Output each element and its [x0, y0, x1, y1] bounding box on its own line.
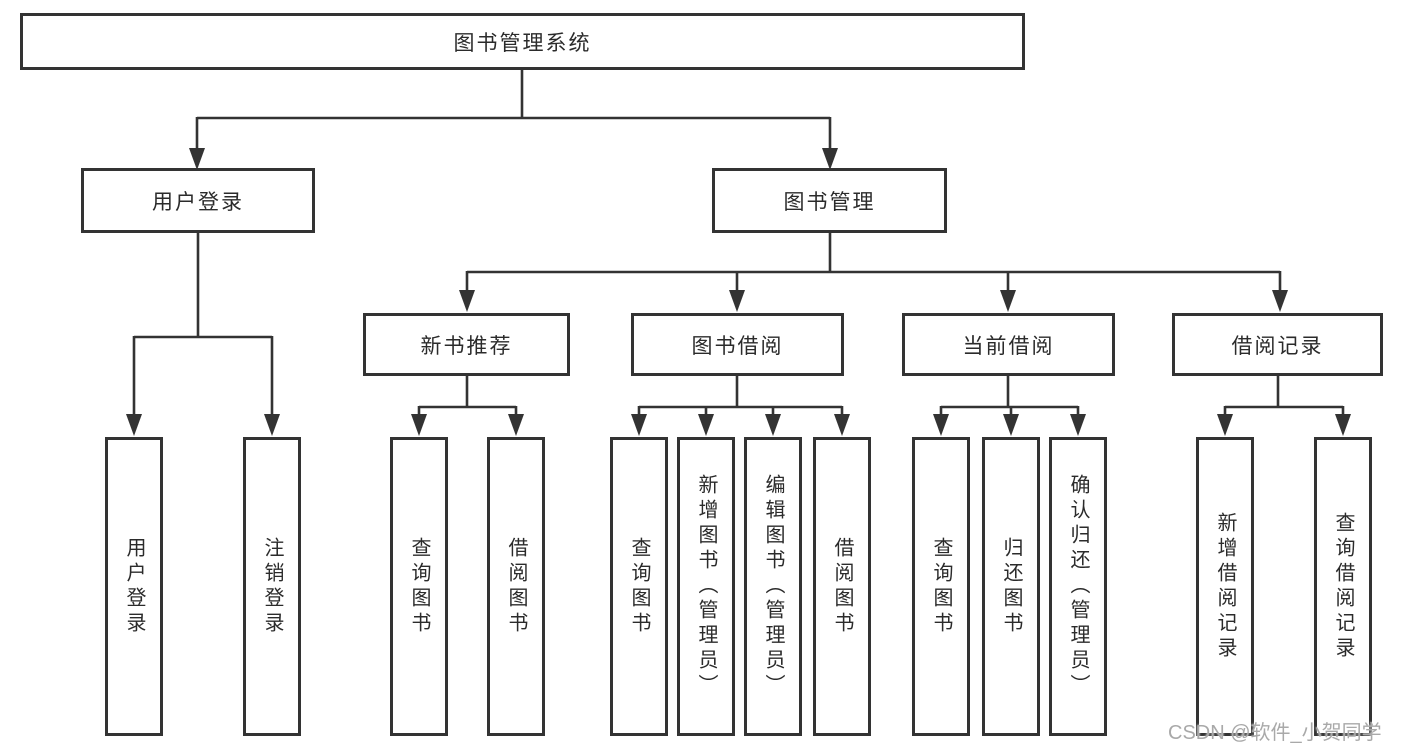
leaf-borrow-books-recommend: 借阅图书 [487, 437, 545, 736]
leaf-add-borrow-record: 新增借阅记录 [1196, 437, 1254, 736]
leaf-logout: 注销登录 [243, 437, 301, 736]
node-book-management: 图书管理 [712, 168, 947, 233]
arrowheads [126, 148, 1351, 436]
node-new-book-recommendation: 新书推荐 [363, 313, 570, 376]
leaf-query-books-borrowing: 查询图书 [610, 437, 668, 736]
node-root: 图书管理系统 [20, 13, 1025, 70]
leaf-query-books-recommend: 查询图书 [390, 437, 448, 736]
leaf-borrow-books-borrowing: 借阅图书 [813, 437, 871, 736]
leaf-return-books: 归还图书 [982, 437, 1040, 736]
leaf-query-books-current: 查询图书 [912, 437, 970, 736]
node-borrowing-records: 借阅记录 [1172, 313, 1383, 376]
watermark: CSDN @软件_小贺同学 [1168, 722, 1382, 744]
leaf-add-books-admin: 新增图书（管理员） [677, 437, 735, 736]
leaf-query-borrow-record: 查询借阅记录 [1314, 437, 1372, 736]
node-book-borrowing: 图书借阅 [631, 313, 844, 376]
leaf-edit-books-admin: 编辑图书（管理员） [744, 437, 802, 736]
node-current-borrowing: 当前借阅 [902, 313, 1115, 376]
node-user-login: 用户登录 [81, 168, 315, 233]
leaf-confirm-return-admin: 确认归还（管理员） [1049, 437, 1107, 736]
leaf-user-login: 用户登录 [105, 437, 163, 736]
